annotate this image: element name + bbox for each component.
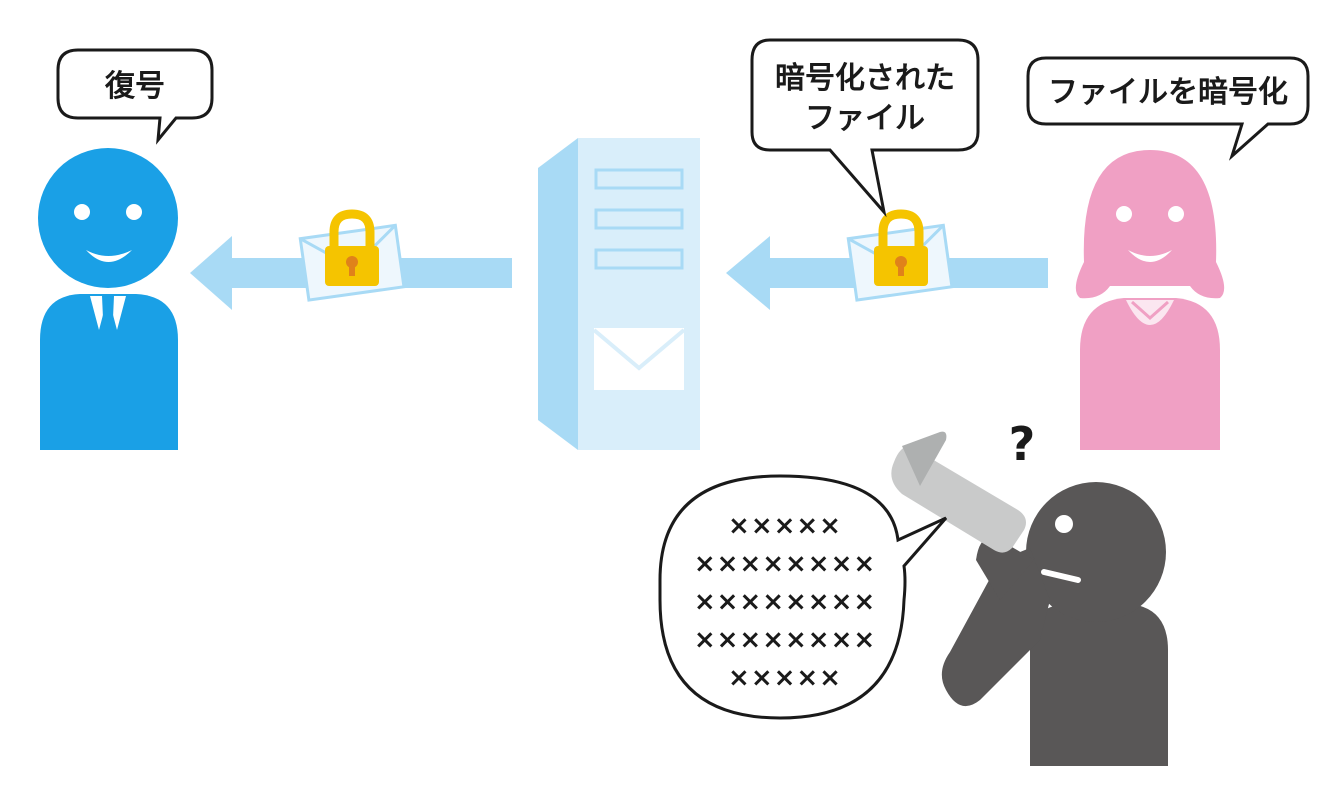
decrypt-label: 復号 (104, 69, 165, 104)
encrypted-file-label-line1: 暗号化された (775, 61, 955, 96)
locked-envelope-left (298, 209, 406, 302)
padlock-icon (874, 209, 928, 286)
encrypt-file-label: ファイルを暗号化 (1048, 75, 1288, 110)
ciphertext-line: ×××××××× (694, 587, 876, 617)
question-mark: ? (1009, 417, 1036, 471)
ciphertext-line: ×××××××× (694, 625, 876, 655)
decrypt-bubble: 復号 (56, 48, 214, 145)
locked-envelope-right (846, 209, 954, 302)
eavesdropper-icon: ? (891, 417, 1168, 766)
envelope-icon (592, 328, 686, 390)
sender-icon (1075, 150, 1225, 450)
encrypted-file-label-line2: ファイル (805, 101, 925, 136)
encrypt-file-bubble: ファイルを暗号化 (1026, 56, 1310, 161)
telescope-icon (891, 431, 1026, 553)
mail-server-icon (538, 138, 700, 450)
encrypted-file-bubble: 暗号化された ファイル (750, 38, 980, 218)
receiver-icon (38, 148, 178, 450)
padlock-icon (325, 209, 379, 286)
ciphertext-line: ××××× (728, 511, 842, 541)
ciphertext-line: ×××××××× (694, 549, 876, 579)
ciphertext-bubble: ××××× ×××××××× ×××××××× ×××××××× ××××× (658, 474, 948, 720)
ciphertext-line: ××××× (728, 663, 842, 693)
